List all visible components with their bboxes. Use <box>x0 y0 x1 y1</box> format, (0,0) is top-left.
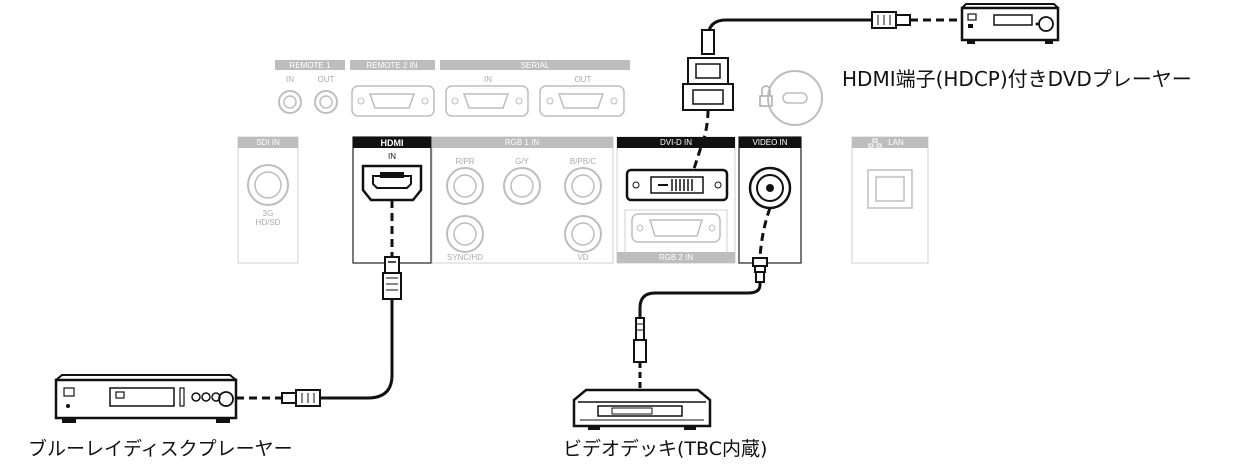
rgb2-port <box>631 213 721 243</box>
hdmi-label: HDMI <box>381 138 404 148</box>
rca-plug <box>633 317 647 363</box>
hdmi-cable <box>236 200 402 407</box>
hdmi-section: HDMI IN <box>352 136 432 264</box>
serial-section: SERIAL IN OUT <box>440 60 630 117</box>
dvi-cable <box>682 11 958 173</box>
sync-hd-jack <box>446 215 484 253</box>
remote1-section: REMOTE 1 IN OUT <box>275 60 345 114</box>
serial-in-port <box>445 85 529 117</box>
security-lock <box>759 70 823 126</box>
hdmi-in-label: IN <box>388 152 396 161</box>
dvid-label: DVI-D IN <box>660 138 692 147</box>
sdi-label: SDI IN <box>256 138 280 147</box>
hdmi-plug-dvd <box>871 11 911 29</box>
remote2-section: REMOTE 2 IN <box>350 60 435 117</box>
sdi-jack <box>247 164 289 206</box>
b-pb-c-label: B/PB/C <box>570 157 596 166</box>
remote1-out-jack <box>314 90 338 114</box>
lan-section: LAN <box>851 136 929 264</box>
hdmi-port <box>361 164 423 202</box>
hdmi-plug-bottom <box>281 389 321 407</box>
sdi-sub1: 3G <box>263 209 274 218</box>
bnc-plug <box>752 257 768 283</box>
video-deck <box>572 388 712 430</box>
remote1-in-jack <box>278 90 302 114</box>
dvid-port <box>625 168 729 202</box>
lan-port <box>867 169 913 209</box>
b-pb-c-jack <box>564 167 602 205</box>
lan-label: LAN <box>888 138 904 147</box>
remote1-label: REMOTE 1 <box>290 61 331 70</box>
rgb2-label: RGB 2 IN <box>659 253 693 262</box>
bluray-player <box>54 374 238 423</box>
video-in-section: VIDEO IN <box>738 136 802 264</box>
video-cable <box>633 207 772 388</box>
g-y-jack <box>503 167 541 205</box>
serial-label: SERIAL <box>521 61 550 70</box>
remote2-port <box>351 85 435 117</box>
rgb1-section: RGB 1 IN R/PR G/Y B/PB/C SYNC/HD VD <box>431 136 614 264</box>
video-in-label: VIDEO IN <box>752 138 787 147</box>
serial-in-label: IN <box>484 75 492 84</box>
dvd-player <box>960 3 1060 44</box>
sdi-sub2: HD/SD <box>256 218 281 227</box>
r-pr-jack <box>446 167 484 205</box>
vd-label: VD <box>577 253 588 262</box>
network-icon <box>868 138 882 148</box>
hdmi-plug-top <box>382 256 402 300</box>
remote1-out-label: OUT <box>318 75 335 84</box>
remote1-in-label: IN <box>286 75 294 84</box>
sdi-section: SDI IN 3G HD/SD <box>237 136 299 264</box>
sync-hd-label: SYNC/HD <box>447 253 483 262</box>
g-y-label: G/Y <box>515 157 529 166</box>
remote2-label: REMOTE 2 IN <box>366 61 417 70</box>
serial-out-port <box>539 85 625 117</box>
bluray-player-caption: ブルーレイディスクプレーヤー <box>28 438 293 460</box>
dvi-plug <box>682 29 734 111</box>
rgb1-label: RGB 1 IN <box>505 138 539 147</box>
security-slot <box>767 70 823 126</box>
dvd-player-caption: HDMI端子(HDCP)付きDVDプレーヤー <box>842 67 1192 91</box>
vd-jack <box>564 215 602 253</box>
dvid-section: DVI-D IN RGB 2 IN <box>616 136 736 264</box>
serial-out-label: OUT <box>575 75 592 84</box>
r-pr-label: R/PR <box>455 157 474 166</box>
video-deck-caption: ビデオデッキ(TBC内蔵) <box>563 438 768 460</box>
